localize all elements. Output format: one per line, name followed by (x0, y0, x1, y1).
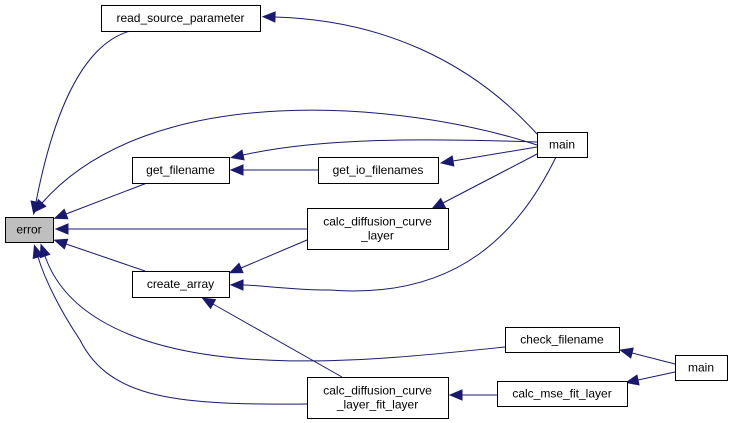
edge-line (442, 152, 540, 204)
edge-line (242, 156, 557, 292)
edge-create-array-to-error (53, 238, 146, 272)
arrowhead-icon (229, 164, 244, 176)
edge-line (274, 16, 538, 135)
edge-line (240, 239, 308, 269)
node-label: check_filename (520, 333, 604, 347)
node-box (132, 157, 230, 184)
node-calc-diffusion-curve-layer[interactable]: calc_diffusion_curve_layer (307, 208, 449, 250)
node-main1[interactable]: main (537, 132, 588, 158)
arrowhead-icon (39, 243, 51, 259)
node-label: _layer_fit_layer (336, 398, 418, 412)
node-label: create_array (147, 277, 214, 291)
edge-main1-to-read-source-parameter (261, 11, 538, 135)
node-box (505, 327, 620, 353)
node-get-io-filenames[interactable]: get_io_filenames (318, 157, 439, 184)
edge-line (44, 255, 506, 362)
edge-line (452, 146, 538, 162)
edge-calc-diffusion-curve-layer-to-create-array (228, 239, 308, 274)
arrowhead-icon (201, 297, 217, 310)
node-label: read_source_parameter (116, 11, 244, 25)
edge-get-filename-to-error (53, 182, 148, 220)
node-box (675, 355, 728, 381)
node-error[interactable]: error (5, 217, 54, 243)
node-box (132, 271, 230, 298)
arrowhead-icon (33, 198, 47, 213)
arrowhead-icon (53, 208, 69, 220)
edge-line (35, 30, 131, 203)
edge-line (637, 371, 676, 381)
node-label: calc_mse_fit_layer (512, 387, 611, 401)
edge-main2-to-calc-mse-fit-layer (625, 371, 676, 386)
nodes-layer: error read_source_parameter get_filenamecr… (5, 5, 728, 419)
node-label: calc_diffusion_curve (323, 215, 432, 229)
edges-layer (30, 11, 676, 405)
node-box (101, 5, 261, 32)
arrowhead-icon (53, 238, 69, 250)
arrowhead-icon (54, 223, 69, 235)
edge-main1-to-get-io-filenames (439, 146, 538, 167)
arrowhead-icon (261, 11, 276, 23)
arrowhead-icon (229, 279, 244, 291)
edge-line (65, 182, 148, 215)
edge-calc-diffusion-curve-layer-fit-layer-to-error (32, 244, 308, 405)
node-box (307, 377, 449, 419)
node-read-source-parameter[interactable]: read_source_parameter (101, 5, 261, 32)
edge-calc-mse-fit-layer-to-calc-diffusion-curve-layer-fit-layer (448, 389, 497, 401)
node-check-filename[interactable]: check_filename (505, 327, 620, 353)
edge-check-filename-to-error (39, 243, 506, 362)
arrowhead-icon (228, 262, 244, 274)
edge-main1-to-error (33, 109, 538, 213)
edge-main1-to-create-array (229, 156, 557, 292)
node-label: main (688, 361, 714, 375)
node-main2[interactable]: main (675, 355, 728, 381)
node-label: calc_diffusion_curve (323, 384, 432, 398)
edge-line (631, 352, 676, 365)
node-box (307, 208, 449, 250)
arrowhead-icon (625, 374, 640, 386)
edge-line (65, 243, 146, 272)
edge-main1-to-get-filename (230, 139, 538, 161)
arrowhead-icon (230, 149, 245, 161)
node-label: get_filename (146, 163, 215, 177)
node-label: get_io_filenames (333, 163, 424, 177)
node-label: _layer (360, 229, 394, 243)
edge-main2-to-check-filename (619, 347, 676, 365)
arrowhead-icon (32, 244, 44, 260)
node-label: error (16, 223, 41, 237)
node-calc-mse-fit-layer[interactable]: calc_mse_fit_layer (497, 381, 628, 407)
node-box (537, 132, 588, 158)
edge-line (212, 303, 343, 378)
node-get-filename[interactable]: get_filename (132, 157, 230, 184)
arrowhead-icon (439, 155, 455, 167)
edge-read-source-parameter-to-error (30, 30, 131, 216)
arrowhead-icon (431, 197, 447, 210)
node-label: main (549, 138, 575, 152)
arrowhead-icon (619, 347, 634, 359)
node-calc-diffusion-curve-layer-fit-layer[interactable]: calc_diffusion_curve_layer_fit_layer (307, 377, 449, 419)
node-create-array[interactable]: create_array (132, 271, 230, 298)
edge-get-io-filenames-to-get-filename (229, 164, 318, 176)
edge-line (41, 109, 538, 204)
node-box (497, 381, 628, 407)
edge-calc-diffusion-curve-layer-fit-layer-to-create-array (201, 297, 343, 378)
edge-line (37, 256, 308, 405)
node-box (5, 217, 54, 243)
arrowhead-icon (448, 389, 463, 401)
edge-main1-to-calc-diffusion-curve-layer (431, 152, 540, 210)
node-box (318, 157, 439, 184)
edge-line (242, 139, 538, 156)
edge-calc-diffusion-curve-layer-to-error (54, 223, 307, 235)
